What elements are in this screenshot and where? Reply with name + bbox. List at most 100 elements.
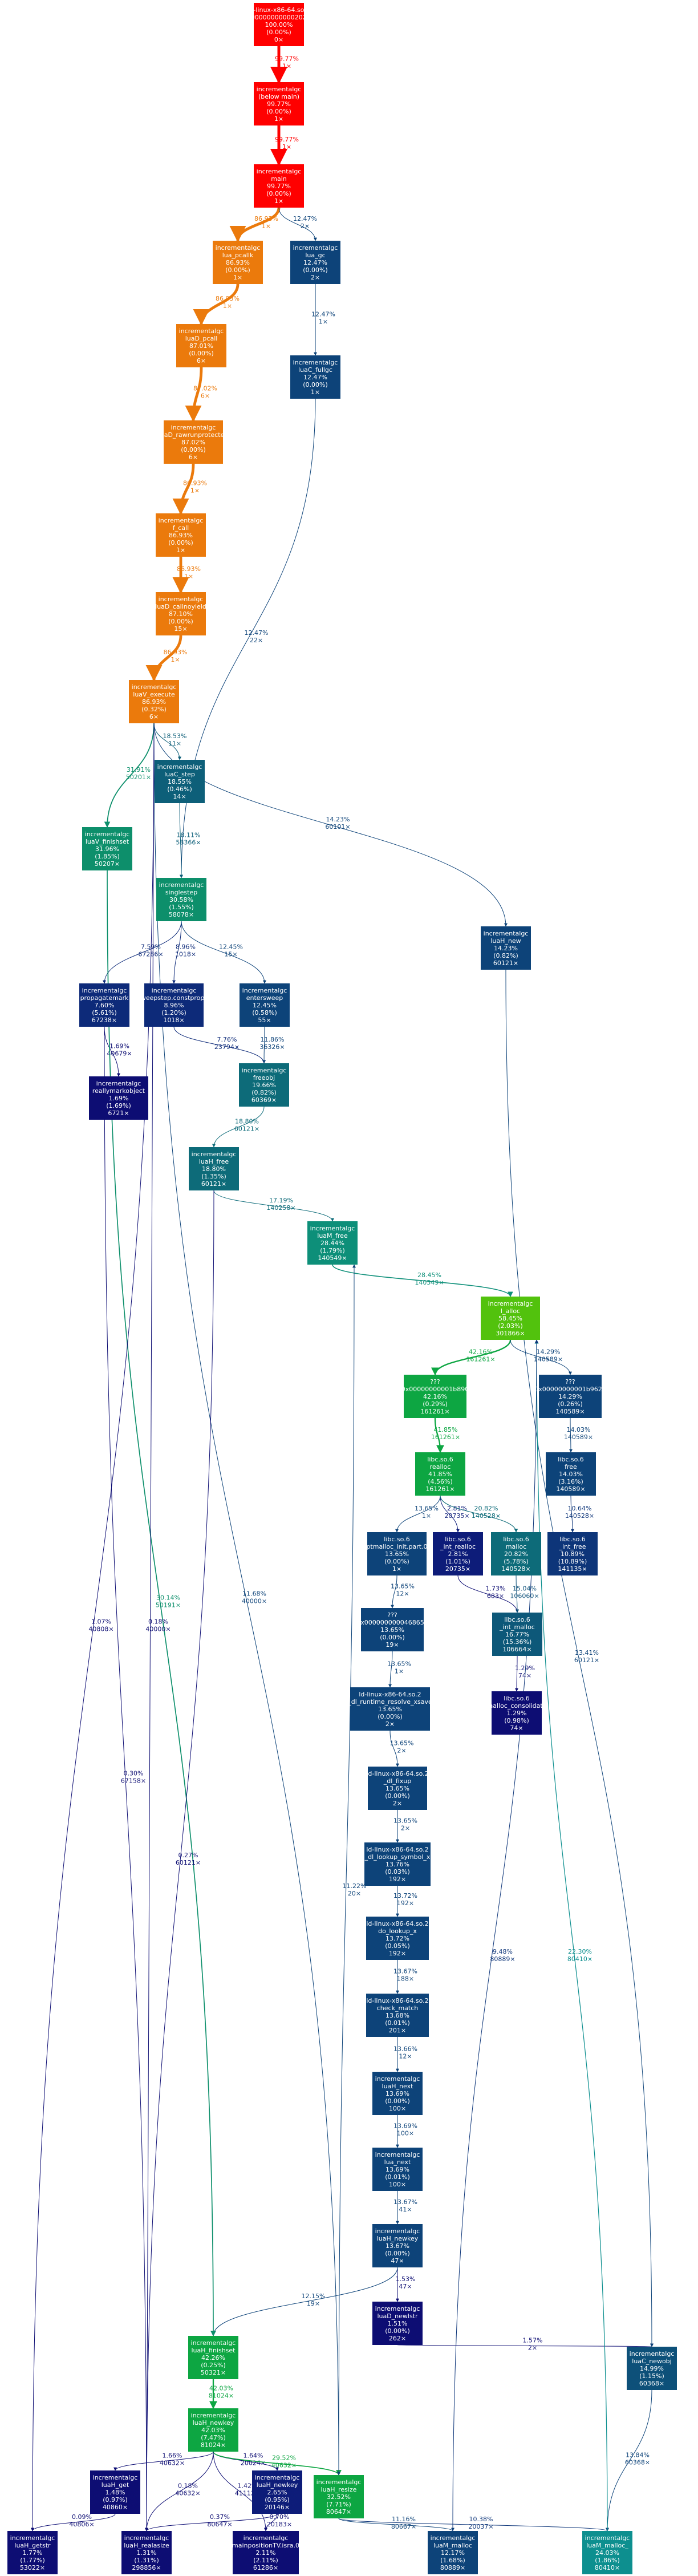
node-label: (1.31%): [134, 2557, 159, 2564]
node-label: incrementalgc: [375, 2075, 420, 2083]
node-label: 13.65%: [378, 1706, 402, 1713]
node-label: main: [271, 175, 287, 183]
graph-node[interactable]: incrementalgcluaH_newkey42.03%(7.47%)810…: [188, 2408, 238, 2452]
node-label: ???: [387, 1611, 397, 1619]
graph-node[interactable]: ld-linux-x86-64.so.2check_match13.68%(0.…: [366, 1994, 429, 2037]
edge-label: 17.19%140258×: [266, 1197, 295, 1212]
edge-label: 0.18%40632×: [175, 2482, 200, 2497]
graph-node[interactable]: incrementalgcluaD_callnoyield87.10%(0.00…: [155, 592, 206, 635]
graph-node[interactable]: incrementalgcluaH_getstr1.77%(1.77%)5302…: [7, 2531, 58, 2574]
node-label: 100×: [389, 2181, 406, 2188]
graph-node[interactable]: incrementalgc(below main)99.77%(0.00%)1×: [254, 82, 304, 125]
graph-node[interactable]: incrementalgcpropagatemark7.60%(5.61%)67…: [79, 983, 129, 1027]
graph-node[interactable]: ld-linux-x86-64.so.20x000000000002029010…: [243, 3, 315, 46]
node-label: (0.00%): [303, 381, 328, 388]
edge-n48-n51: [145, 2513, 278, 2532]
node-label: libc.so.6: [559, 1536, 585, 1543]
node-label: luaH_realasize: [124, 2542, 169, 2549]
node-label: 61286×: [253, 2564, 278, 2571]
edge-n45-n54: [606, 2389, 652, 2532]
graph-node[interactable]: incrementalgcluaH_resize32.52%(7.71%)806…: [314, 2475, 364, 2518]
node-label: incrementalgc: [82, 987, 127, 994]
graph-node[interactable]: incrementalgcluaH_free18.80%(1.35%)60121…: [189, 1147, 239, 1190]
graph-node[interactable]: ld-linux-x86-64.so.2_dl_fixup13.65%(0.00…: [366, 1767, 429, 1810]
edge-label: 29.52%40632×: [271, 2455, 297, 2469]
graph-node[interactable]: incrementalgcluaV_finishset31.96%(1.85%)…: [82, 827, 132, 870]
node-label: lua_next: [384, 2158, 411, 2166]
edge-label: 12.15%19×: [302, 2293, 326, 2307]
graph-node[interactable]: incrementalgcluaM_free28.44%(1.79%)14054…: [307, 1221, 358, 1265]
node-label: ???: [565, 1378, 575, 1386]
graph-node[interactable]: incrementalgcluaD_newlstr1.51%(0.00%)262…: [372, 2302, 423, 2345]
node-label: (0.00%): [189, 350, 214, 357]
graph-node[interactable]: ld-linux-x86-64.so.2_dl_runtime_resolve_…: [347, 1687, 432, 1731]
graph-node[interactable]: libc.so.6_int_malloc16.77%(15.36%)106664…: [492, 1613, 542, 1656]
graph-node[interactable]: ???0x00000000001b962014.29%(0.26%)140589…: [534, 1375, 606, 1418]
edge-n49-n22: [338, 1264, 356, 2476]
node-box: [372, 2224, 423, 2267]
node-label: incrementalgc: [375, 2305, 420, 2312]
node-label: 2.81%: [448, 1550, 468, 1558]
node-label: ld-linux-x86-64.so.2: [366, 1770, 428, 1777]
graph-node[interactable]: incrementalgcsinglestep30.58%(1.55%)5807…: [156, 878, 206, 921]
graph-node[interactable]: incrementalgcsweepstep.constprop.08.96%(…: [137, 983, 210, 1027]
graph-node[interactable]: ld-linux-x86-64.so.2_dl_lookup_symbol_x1…: [364, 1842, 431, 1886]
graph-node[interactable]: incrementalgcreallymarkobject1.69%(1.69%…: [89, 1076, 148, 1120]
graph-node[interactable]: libc.so.6ptmalloc_init.part.013.65%(0.00…: [366, 1532, 428, 1575]
node-label: 55×: [258, 1016, 271, 1024]
edge-n11-n49: [153, 723, 340, 2476]
node-label: (0.00%): [385, 1792, 410, 1800]
node-label: (1.86%): [595, 2557, 620, 2564]
graph-node[interactable]: incrementalgcluaM_malloc_24.03%(1.86%)80…: [582, 2531, 632, 2574]
graph-node[interactable]: incrementalgcluaH_newkey2.65%(0.95%)2014…: [252, 2470, 302, 2514]
edge-n46-n49: [213, 2451, 342, 2476]
graph-node[interactable]: incrementalgcluaH_finishset42.26%(0.25%)…: [188, 2336, 238, 2379]
node-label: luaH_finishset: [191, 2347, 236, 2354]
edge-n25-n27: [569, 1417, 573, 1453]
graph-node[interactable]: incrementalgcluaC_newobj14.99%(1.15%)603…: [627, 2347, 677, 2390]
edge-label: 13.65%1×: [415, 1505, 439, 1520]
edge-n43-n45: [397, 2343, 653, 2347]
edge-n46-n52: [213, 2451, 267, 2532]
graph-node[interactable]: libc.so.6malloc_consolidate1.29%(0.98%)7…: [487, 1691, 547, 1735]
node-label: (1.69%): [106, 1102, 131, 1109]
graph-node[interactable]: incrementalgcmainpositionTV.isra.02.11%(…: [232, 2531, 299, 2574]
graph-node[interactable]: incrementalgcluaD_rawrunprotected87.02%(…: [159, 420, 229, 464]
edge-n13-n44: [107, 870, 217, 2337]
graph-node[interactable]: ld-linux-x86-64.so.2do_lookup_x13.72%(0.…: [366, 1917, 429, 1960]
node-label: 20146×: [265, 2504, 290, 2511]
node-box: [176, 324, 226, 367]
edge-n10-n11: [145, 635, 182, 682]
edge-label: 10.38%20037×: [468, 2516, 493, 2530]
node-label: 50321×: [201, 2369, 226, 2376]
graph-node[interactable]: incrementalgcluaH_realasize1.31%(1.31%)2…: [121, 2531, 172, 2574]
edge-label: 86.93%1×: [164, 649, 188, 663]
node-label: 58078×: [169, 911, 194, 918]
node-label: 50207×: [95, 860, 120, 868]
node-box: [367, 1532, 427, 1575]
graph-node[interactable]: incrementalgcluaM_malloc12.17%(1.68%)808…: [428, 2531, 478, 2574]
